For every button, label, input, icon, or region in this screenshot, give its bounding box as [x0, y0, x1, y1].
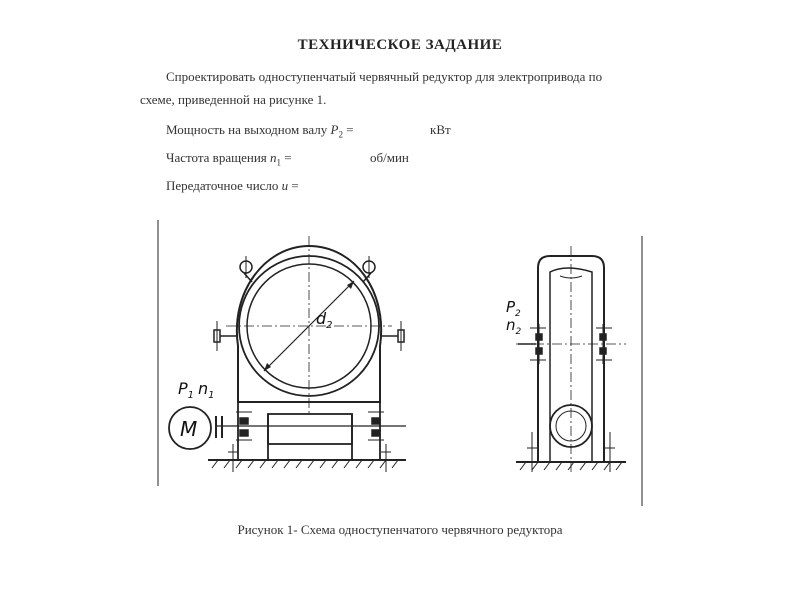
gear-ratio-symbol: u — [281, 178, 289, 193]
side-bearing-left — [530, 324, 546, 364]
motor-speed-symbol: n — [198, 379, 208, 398]
output-power-row: Мощность на выходном валу P2 = — [166, 122, 354, 140]
worm-gear-reducer-diagram: M P1 n1 d2 P2 n2 — [157, 220, 643, 506]
reducer-side-view — [516, 246, 626, 472]
output-shaft — [549, 267, 593, 462]
wheel-diameter-label: d2 — [316, 309, 333, 331]
gear-ratio-label: Передаточное число — [166, 178, 279, 193]
figure-caption: Рисунок 1- Схема одноступенчатого червяч… — [237, 522, 563, 537]
document-title: ТЕХНИЧЕСКОЕ ЗАДАНИЕ — [297, 37, 503, 53]
output-power-figure-label: P2 — [506, 298, 521, 319]
diameter-line — [263, 280, 355, 372]
ground-hatching — [211, 459, 399, 469]
electric-motor — [168, 406, 212, 450]
output-power-label: Мощность на выходном валу — [166, 122, 328, 137]
output-power-figure-subscript: 2 — [515, 309, 521, 319]
motor-speed-subscript: 1 — [208, 390, 214, 401]
output-power-subscript: 2 — [338, 129, 343, 140]
worm-bearing-right — [368, 411, 384, 441]
output-speed-figure-subscript: 2 — [516, 327, 522, 337]
rotation-speed-subscript: 1 — [276, 157, 282, 168]
side-worm — [549, 404, 593, 448]
output-speed-figure-label: n2 — [506, 316, 522, 337]
output-power-equals: = — [346, 122, 354, 137]
output-power-symbol: P — [330, 122, 339, 137]
motor-power-label: P1 — [178, 379, 194, 401]
motor-label: M — [180, 417, 197, 441]
wheel-diameter-symbol: d — [316, 309, 327, 328]
output-power-figure-symbol: P — [506, 298, 516, 316]
motor-power-symbol: P — [178, 379, 188, 398]
gear-ratio-equals: = — [291, 178, 299, 193]
side-bearing-right-2 — [596, 324, 612, 364]
motor-speed-label: n1 — [198, 379, 215, 401]
side-ground-hatching — [519, 461, 623, 471]
gear-ratio-row: Передаточное число u = — [166, 178, 299, 194]
task-paragraph-line-2: схеме, приведенной на рисунке 1. — [140, 92, 327, 107]
reducer-front-view — [168, 236, 406, 472]
rotation-speed-symbol: n — [270, 150, 277, 165]
output-power-unit: кВт — [430, 122, 451, 137]
rotation-speed-unit: об/мин — [370, 150, 409, 165]
output-speed-figure-symbol: n — [506, 316, 516, 334]
rotation-speed-label: Частота вращения — [166, 150, 267, 165]
motor-power-subscript: 1 — [188, 390, 194, 401]
worm-bearing-left — [236, 411, 252, 441]
task-paragraph-line-1: Спроектировать одноступенчатый червячный… — [166, 69, 603, 84]
rotation-speed-row: Частота вращения n1 = — [166, 150, 292, 168]
rotation-speed-equals: = — [284, 150, 292, 165]
housing-outline — [235, 244, 383, 403]
worm-box — [267, 413, 353, 445]
wheel-diameter-subscript: 2 — [326, 320, 332, 331]
